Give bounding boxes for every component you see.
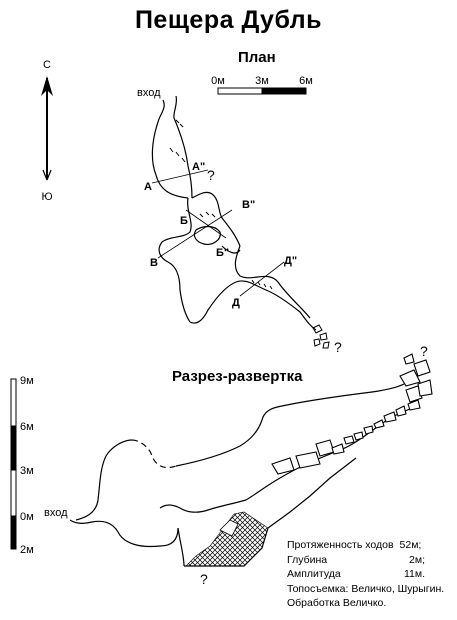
section-vertical-scale: 9м 6м 3м 0м 2м xyxy=(10,375,34,556)
plan-ledge-marks xyxy=(169,119,186,163)
plan-question-1: ? xyxy=(207,167,215,183)
info-depth-value: 2м; xyxy=(409,553,425,566)
info-row-amplitude: Амплитуда 11м. xyxy=(287,567,425,582)
section-scale-2: 2м xyxy=(20,544,34,556)
compass-arrow: С Ю xyxy=(41,59,53,203)
info-length-key: Протяженность ходов xyxy=(287,539,394,551)
plan-scale-label-3: 3м xyxy=(255,75,269,87)
plan-wall-inner xyxy=(221,245,241,254)
section-scale-3: 3м xyxy=(20,465,34,477)
section-line-d xyxy=(239,261,285,297)
plan-title: План xyxy=(238,49,276,66)
plan-scale-label-0: 0м xyxy=(211,75,225,87)
label-v2: В" xyxy=(242,199,255,211)
info-processing: Обработка Величко. xyxy=(287,597,387,609)
section-ceiling-dashed xyxy=(131,439,177,469)
section-scale-0: 0м xyxy=(20,511,34,523)
section-rock-small xyxy=(219,519,239,537)
plan-wall-right-mid xyxy=(191,191,241,247)
plan-pillar xyxy=(193,225,221,245)
cave-info: Протяженность ходов 52м; Глубина 2м; Амп… xyxy=(287,538,444,611)
section-question-1: ? xyxy=(200,571,208,587)
plan-wall-bottom xyxy=(189,280,317,331)
section-ceiling-left xyxy=(75,439,133,521)
label-v: В xyxy=(150,257,158,269)
plan-wall-right-top xyxy=(173,95,193,199)
section-scale-6: 6м xyxy=(20,421,34,433)
info-row-depth: Глубина 2м; xyxy=(287,553,425,568)
section-line-v xyxy=(157,209,233,259)
compass-north-label: С xyxy=(43,59,51,71)
plan-wall-left-top xyxy=(151,99,189,199)
section-rocks xyxy=(271,353,433,475)
section-ceiling-right xyxy=(175,383,405,467)
info-amplitude-value: 11м. xyxy=(403,568,425,580)
label-a: А xyxy=(144,181,152,193)
label-d: Д xyxy=(232,297,240,309)
section-entrance-label: вход xyxy=(44,507,68,519)
info-survey: Топосъемка: Величко, Шурыгин. xyxy=(287,582,445,595)
info-row-length: Протяженность ходов 52м; xyxy=(287,538,444,553)
info-amplitude-key: Амплитуда xyxy=(287,568,341,580)
section-floor-mid xyxy=(159,499,247,513)
section-line-a xyxy=(151,169,209,184)
section-sediment-hatch xyxy=(185,511,269,567)
plan-rocks xyxy=(312,324,330,349)
label-b2: Б" xyxy=(216,247,229,259)
compass-south-label: Ю xyxy=(41,191,52,203)
plan-wall-left-mid xyxy=(158,197,192,323)
section-title: Разрез-развертка xyxy=(172,368,303,385)
section-line-b xyxy=(185,209,227,239)
plan-wall-right-bottom xyxy=(234,245,311,319)
plan-scale-label-6: 6м xyxy=(299,75,313,87)
plan-question-2: ? xyxy=(334,339,342,355)
section-floor-left xyxy=(69,519,179,548)
info-depth-key: Глубина xyxy=(287,553,328,566)
plan-map xyxy=(151,95,330,349)
label-d2: Д" xyxy=(284,255,297,267)
info-length-value: 52м; xyxy=(399,539,422,551)
page-title: Пещера Дубль xyxy=(134,6,323,34)
plan-entrance-label: вход xyxy=(137,87,161,99)
plan-scale-bar: 0м 3м 6м xyxy=(211,75,313,95)
plan-section-lines xyxy=(151,169,285,297)
plan-ledge-marks-2 xyxy=(199,211,273,290)
section-scale-9: 9м xyxy=(20,375,34,387)
label-a2: А" xyxy=(192,161,205,173)
label-b: Б xyxy=(180,215,188,227)
section-floor-drop xyxy=(177,527,185,567)
section-question-2: ? xyxy=(420,343,428,359)
